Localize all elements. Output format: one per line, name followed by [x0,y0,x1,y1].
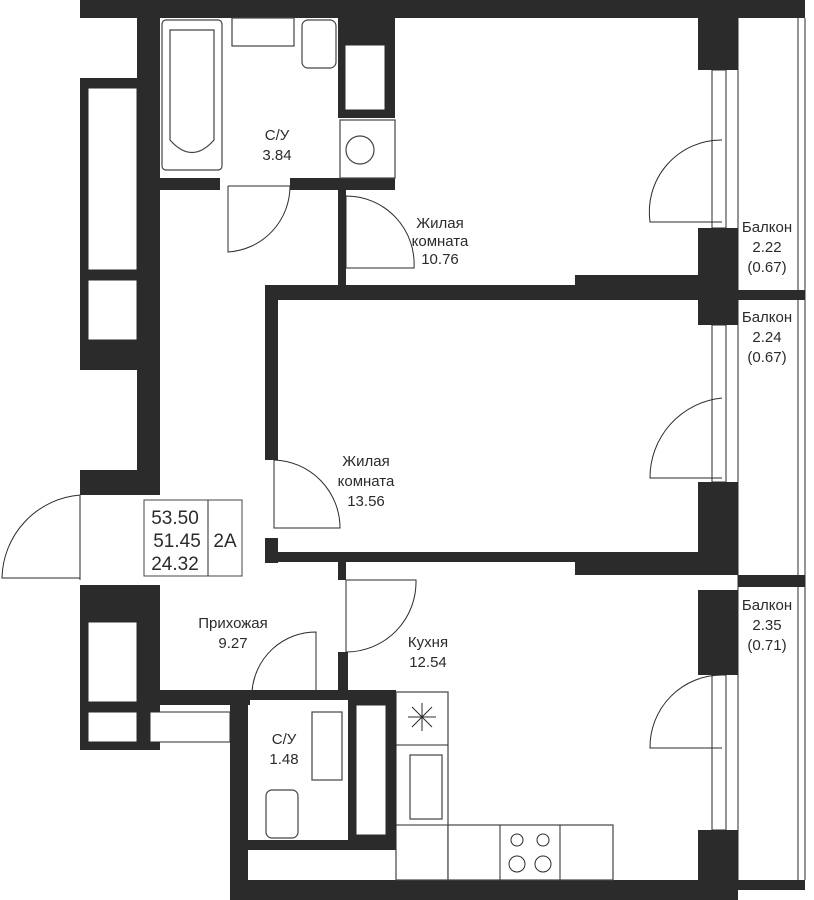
wall [150,18,160,190]
wall [698,482,738,575]
room-name: Балкон [742,219,792,236]
window [87,87,138,271]
wall [265,285,738,300]
kitchen-sink [409,754,443,820]
stove-burner [510,833,524,847]
wall [230,880,738,900]
wall [698,228,738,290]
room-door[interactable] [345,195,415,269]
room-name: С/У [265,127,290,144]
wall [150,690,250,705]
balcony-door[interactable] [648,139,723,223]
room-area-reduced: (0.71) [747,637,786,654]
stove-burner [508,855,526,873]
bathroom-door[interactable] [251,631,317,693]
wall [575,275,700,285]
room-area: 12.54 [409,654,447,671]
toilet [265,789,299,839]
hood-icon [408,703,436,731]
window [711,674,727,831]
window [87,621,138,703]
window [711,69,727,229]
window [87,711,138,743]
wall [265,552,700,562]
sink [231,17,295,47]
wall [698,830,738,880]
wall [80,0,805,18]
balcony-door[interactable] [649,674,723,749]
room-name: комната [338,473,395,490]
room-area: 2.22 [752,239,781,256]
wall [150,178,220,190]
room-name: Прихожая [198,615,268,632]
sink [311,711,343,781]
room-area: 13.56 [347,493,385,510]
stove-burner [534,855,552,873]
bathroom-door[interactable] [227,185,291,253]
balcony-door[interactable] [649,397,723,479]
apartment-type: 2А [213,531,237,552]
wall [698,300,738,325]
room-door[interactable] [273,459,341,529]
wall [230,690,248,900]
room-area: 2.35 [752,617,781,634]
entrance-door[interactable] [1,494,81,579]
room-name: комната [412,233,469,250]
room-name: Кухня [408,634,448,651]
total-area: 53.50 [151,508,199,529]
wall [248,690,396,700]
toilet [301,19,337,69]
wall [290,178,395,190]
room-area-reduced: (0.67) [747,259,786,276]
room-name: Балкон [742,597,792,614]
window [87,279,138,341]
apartment-summary [143,499,243,577]
room-area-reduced: (0.67) [747,349,786,366]
wall [248,840,396,850]
wall [575,562,738,575]
kitchen-door[interactable] [345,579,417,653]
room-name: С/У [272,731,297,748]
wall [338,190,346,285]
room-area: 3.84 [262,147,291,164]
stove-burner [536,833,550,847]
living-area: 24.32 [151,554,199,575]
room-area: 9.27 [218,635,247,652]
wall [698,590,738,675]
room-area: 1.48 [269,751,298,768]
area-excl-balconies: 51.45 [153,531,201,552]
room-name: Жилая [342,453,389,470]
room-area: 10.76 [421,251,459,268]
room-name: Балкон [742,309,792,326]
room-area: 2.24 [752,329,781,346]
kitchen-counter-bottom [447,824,614,881]
window [711,324,727,483]
room-name: Жилая [416,215,463,232]
wall [698,18,738,70]
wall [265,285,278,460]
window [149,711,231,743]
wall [80,470,160,495]
